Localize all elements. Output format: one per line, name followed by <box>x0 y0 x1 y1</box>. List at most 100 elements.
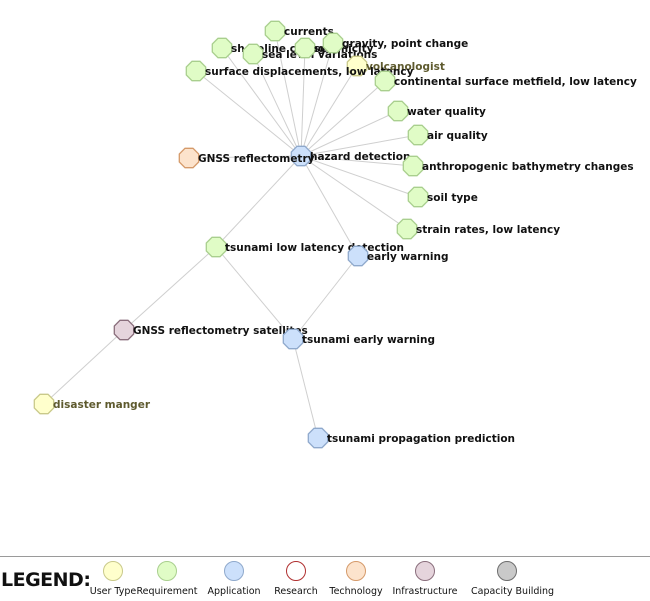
node-shape-soil[interactable] <box>407 186 429 208</box>
node-label-gnss: GNSS reflectometry <box>198 153 315 165</box>
node-shape-water[interactable] <box>387 100 409 122</box>
node-sealevel[interactable]: sea level variations <box>242 43 377 65</box>
edge-tsunami_ld-tsunami_ew <box>215 246 294 340</box>
node-label-water: water quality <box>407 106 486 118</box>
node-label-gravity: gravity, point change <box>342 38 468 50</box>
node-label-tsunami_pp: tsunami propagation prediction <box>327 433 515 445</box>
legend: LEGEND: User Type Requirement Applicatio… <box>0 556 650 601</box>
edge-hazard-shoreline <box>221 47 302 157</box>
node-label-anthro: anthropogenic bathymetry changes <box>422 161 634 173</box>
node-volcanologist[interactable]: volcanologist <box>346 55 445 77</box>
node-label-soil: soil type <box>427 192 478 204</box>
legend-item-technology: Technology <box>320 561 392 597</box>
node-early[interactable]: early warning <box>347 245 449 267</box>
legend-swatch-application <box>224 561 244 581</box>
node-shape-volcanologist[interactable] <box>346 55 368 77</box>
edge-hazard-soil <box>300 155 419 198</box>
node-shape-air[interactable] <box>407 124 429 146</box>
node-surface[interactable]: surface displacements, low latency <box>185 60 414 82</box>
edge-tsunami_ld-gnss_sat <box>123 246 217 331</box>
node-currents[interactable]: currents <box>264 20 334 42</box>
node-shape-anthro[interactable] <box>402 155 424 177</box>
edge-tsunami_ew-tsunami_pp <box>292 338 319 439</box>
node-shape-tsunami_ew[interactable] <box>282 328 304 350</box>
edge-hazard-gravity <box>300 42 334 157</box>
node-label-disaster: disaster manger <box>53 399 151 411</box>
node-label-early: early warning <box>367 251 449 263</box>
node-shape-strain[interactable] <box>396 218 418 240</box>
node-shape-early[interactable] <box>347 245 369 267</box>
node-shape-gravity[interactable] <box>322 32 344 54</box>
node-label-currents: currents <box>284 26 334 38</box>
node-gnss[interactable]: GNSS reflectometry <box>178 147 315 169</box>
node-shape-shoreline[interactable] <box>211 37 233 59</box>
legend-item-application: Application <box>198 561 270 597</box>
node-tsunami_pp[interactable]: tsunami propagation prediction <box>307 427 515 449</box>
edge-hazard-early <box>300 155 359 257</box>
node-label-sealevel: sea level variations <box>262 49 377 61</box>
node-shape-hazard[interactable] <box>290 145 312 167</box>
legend-swatch-user-type <box>103 561 123 581</box>
edge-hazard-seismicity <box>300 47 306 157</box>
node-shape-gnss_sat[interactable] <box>113 319 135 341</box>
node-label-air: air quality <box>427 130 488 142</box>
edge-early-tsunami_ew <box>292 255 359 340</box>
node-soil[interactable]: soil type <box>407 186 478 208</box>
node-shape-sealevel[interactable] <box>242 43 264 65</box>
legend-swatch-capacity-building <box>497 561 517 581</box>
legend-swatch-research <box>286 561 306 581</box>
edge-layer <box>43 30 419 439</box>
node-label-tsunami_ew: tsunami early warning <box>302 334 435 346</box>
node-air[interactable]: air quality <box>407 124 488 146</box>
legend-swatch-technology <box>346 561 366 581</box>
legend-label-capacity-building: Capacity Building <box>471 586 555 597</box>
legend-swatch-infrastructure <box>415 561 435 581</box>
edge-hazard-anthro <box>300 155 414 167</box>
node-continental[interactable]: continental surface metfield, low latenc… <box>374 70 637 92</box>
legend-swatch-requirement <box>157 561 177 581</box>
node-shape-tsunami_pp[interactable] <box>307 427 329 449</box>
node-shape-continental[interactable] <box>374 70 396 92</box>
node-anthro[interactable]: anthropogenic bathymetry changes <box>402 155 634 177</box>
edge-hazard-water <box>300 110 399 157</box>
edge-hazard-gnss <box>188 155 302 159</box>
node-hazard[interactable]: hazard detection <box>290 145 410 167</box>
node-label-continental: continental surface metfield, low latenc… <box>394 76 637 88</box>
node-strain[interactable]: strain rates, low latency <box>396 218 560 240</box>
legend-item-research: Research <box>260 561 332 597</box>
node-water[interactable]: water quality <box>387 100 486 122</box>
node-label-strain: strain rates, low latency <box>416 224 560 236</box>
node-gnss_sat[interactable]: GNSS reflectometry satellites <box>113 319 308 341</box>
legend-item-user-type: User Type <box>77 561 149 597</box>
node-gravity[interactable]: gravity, point change <box>322 32 468 54</box>
node-tsunami_ew[interactable]: tsunami early warning <box>282 328 435 350</box>
node-shape-gnss[interactable] <box>178 147 200 169</box>
legend-label-user-type: User Type <box>89 586 137 597</box>
edge-hazard-continental <box>300 80 386 157</box>
legend-label-research: Research <box>274 586 318 597</box>
legend-item-requirement: Requirement <box>131 561 203 597</box>
edge-hazard-sealevel <box>252 53 302 157</box>
edge-hazard-surface <box>195 70 302 157</box>
node-label-surface: surface displacements, low latency <box>205 66 414 78</box>
legend-label-technology: Technology <box>329 586 383 597</box>
node-shape-tsunami_ld[interactable] <box>205 236 227 258</box>
node-shape-currents[interactable] <box>264 20 286 42</box>
node-shape-seismicity[interactable] <box>294 37 316 59</box>
node-label-gnss_sat: GNSS reflectometry satellites <box>133 325 308 337</box>
node-label-hazard: hazard detection <box>310 151 410 163</box>
edge-hazard-strain <box>300 155 408 230</box>
edge-hazard-tsunami_ld <box>215 155 302 248</box>
legend-item-infrastructure: Infrastructure <box>389 561 461 597</box>
legend-label-requirement: Requirement <box>136 586 198 597</box>
edge-hazard-air <box>300 134 419 157</box>
node-shape-disaster[interactable] <box>33 393 55 415</box>
edge-gnss_sat-disaster <box>43 329 125 405</box>
legend-label-application: Application <box>207 586 261 597</box>
legend-title: LEGEND: <box>1 569 91 591</box>
edge-hazard-volcanologist <box>300 65 358 157</box>
node-shape-surface[interactable] <box>185 60 207 82</box>
node-disaster[interactable]: disaster manger <box>33 393 151 415</box>
